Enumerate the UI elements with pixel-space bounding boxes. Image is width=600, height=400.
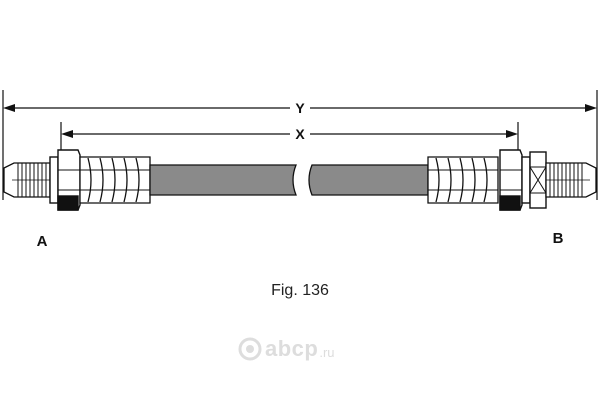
watermark: abcp .ru (238, 336, 335, 362)
right-threaded-end (545, 162, 597, 198)
watermark-tld: .ru (319, 344, 335, 360)
left-crimp-ferrule (79, 156, 151, 204)
dimension-x-label: X (295, 126, 305, 142)
watermark-name: abcp (265, 336, 319, 361)
figure-caption: Fig. 136 (271, 282, 329, 299)
left-hex-nut (49, 149, 81, 211)
end-a-label: A (37, 233, 48, 250)
end-b-label: B (553, 230, 564, 247)
hose-right-segment (308, 164, 429, 196)
dimension-x (60, 122, 519, 210)
right-crimp-ferrule (427, 156, 499, 204)
dimension-y (2, 90, 598, 200)
abcp-logo-icon (238, 337, 262, 361)
hose-left-segment (149, 164, 297, 196)
right-lock-nut (529, 151, 547, 209)
right-hex-nut (499, 149, 531, 211)
dimension-y-label: Y (295, 100, 305, 116)
left-threaded-end (3, 162, 51, 198)
